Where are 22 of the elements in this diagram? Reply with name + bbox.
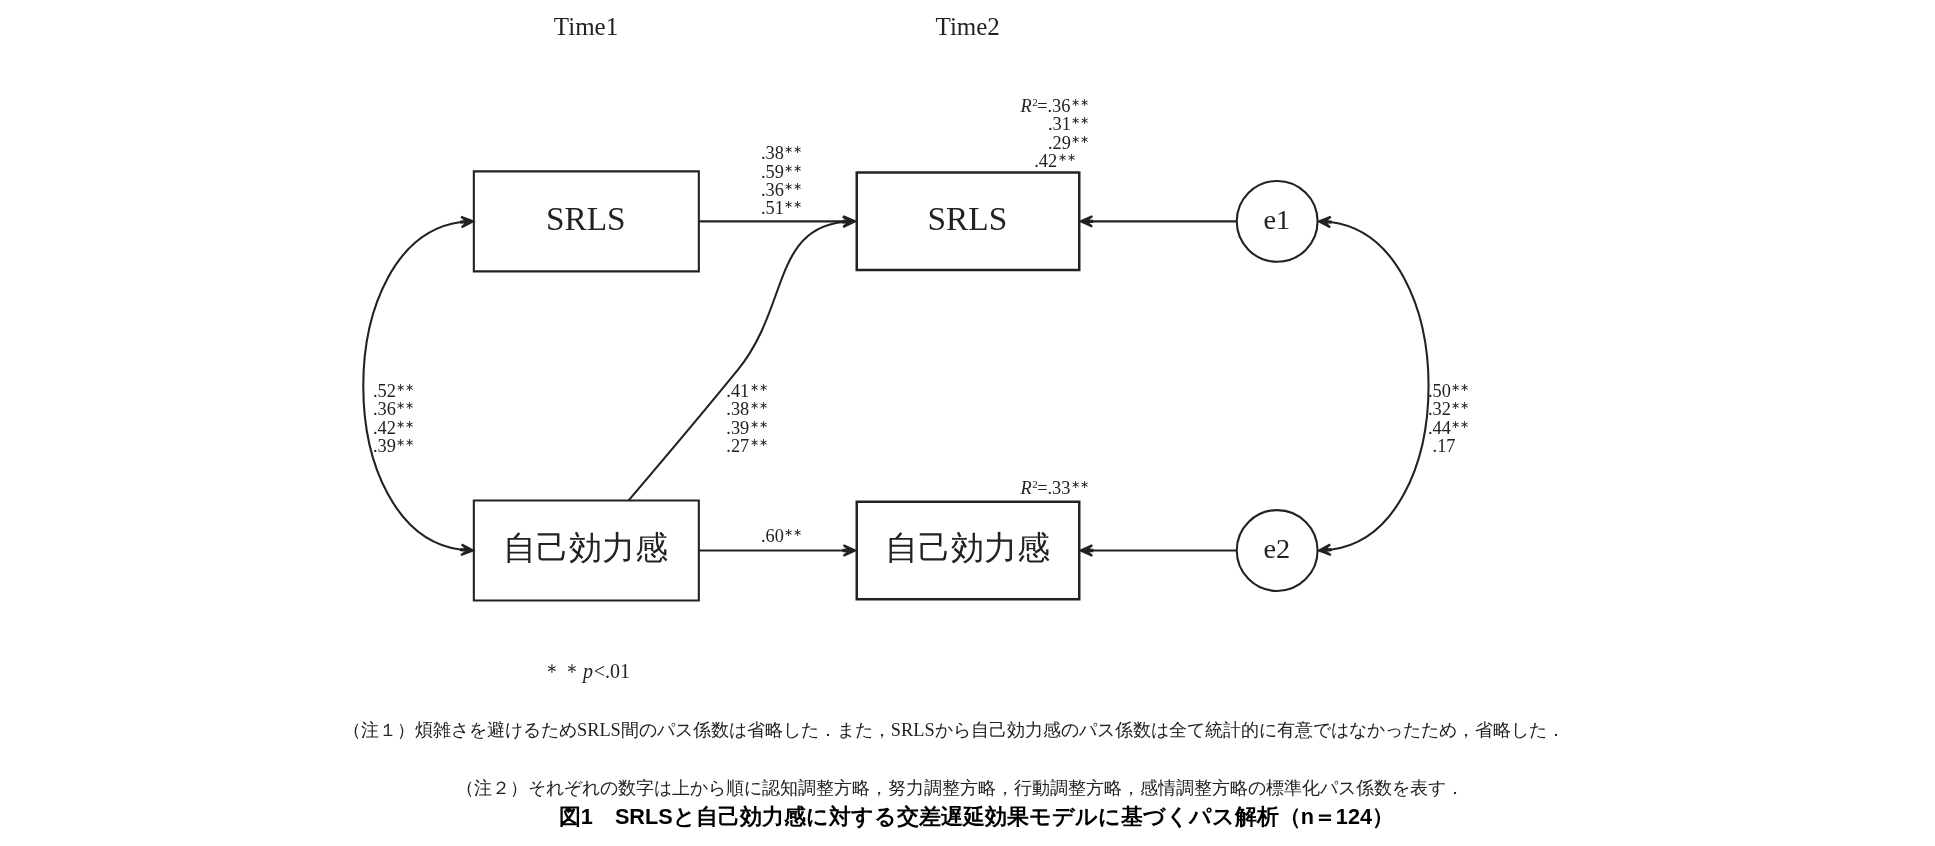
node-circle: e1 [1235,179,1319,263]
label: Time1 [553,12,618,40]
edge-label: .50$^{∗∗}$ .32$^{∗∗}$ .44$^{∗∗}$ .17 [1427,380,1469,456]
label: Time2 [935,12,1000,40]
node-label: R$^{2}$=.33$^{∗∗}$ [1020,478,1089,499]
edge-label: .38$^{∗∗}$ .59$^{∗∗}$ .36$^{∗∗}$ .51$^{∗∗}$ [760,143,802,219]
label: （注２）それぞれの数字は上から順に認知調整方略，努力調整方略，行動調整方略，感情調整方略の標準化パス係数を表す． [455,777,1464,798]
label: （注１）煩雑さを避けるためSRLS間のパス係数は省略した．また，SRLSから自己効力感のパス係数は全て統計的に有意ではなかったため，省略した． [342,720,1565,740]
edge-label: .60$^{∗∗}$ [760,525,802,546]
caption: 図1 SRLSと自己効力感に対する交差遅延効果モデルに基づくパス解析（n＝124） [558,803,1394,829]
node-box: SRLS [472,170,700,273]
node-label: R$^{2}$=.36$^{∗∗}$ .31$^{∗∗}$ .29$^{∗∗}$ .42$^{∗∗}$ [1020,95,1089,171]
arrow [1317,215,1429,557]
edge-label: .41$^{∗∗}$ .38$^{∗∗}$ .39$^{∗∗}$ .27$^{∗∗}$ [725,380,768,456]
node-circle: e2 [1235,509,1319,592]
node-box: 自己効力感 [472,499,700,602]
arrow [361,215,474,557]
edge-label: .52$^{∗∗}$ .36$^{∗∗}$ .42$^{∗∗}$ .39$^{∗∗}$ [372,380,414,456]
arrow [1079,544,1236,557]
arrow [698,544,856,557]
label: ＊＊p<.01 [541,660,630,683]
arrow [1079,215,1236,228]
